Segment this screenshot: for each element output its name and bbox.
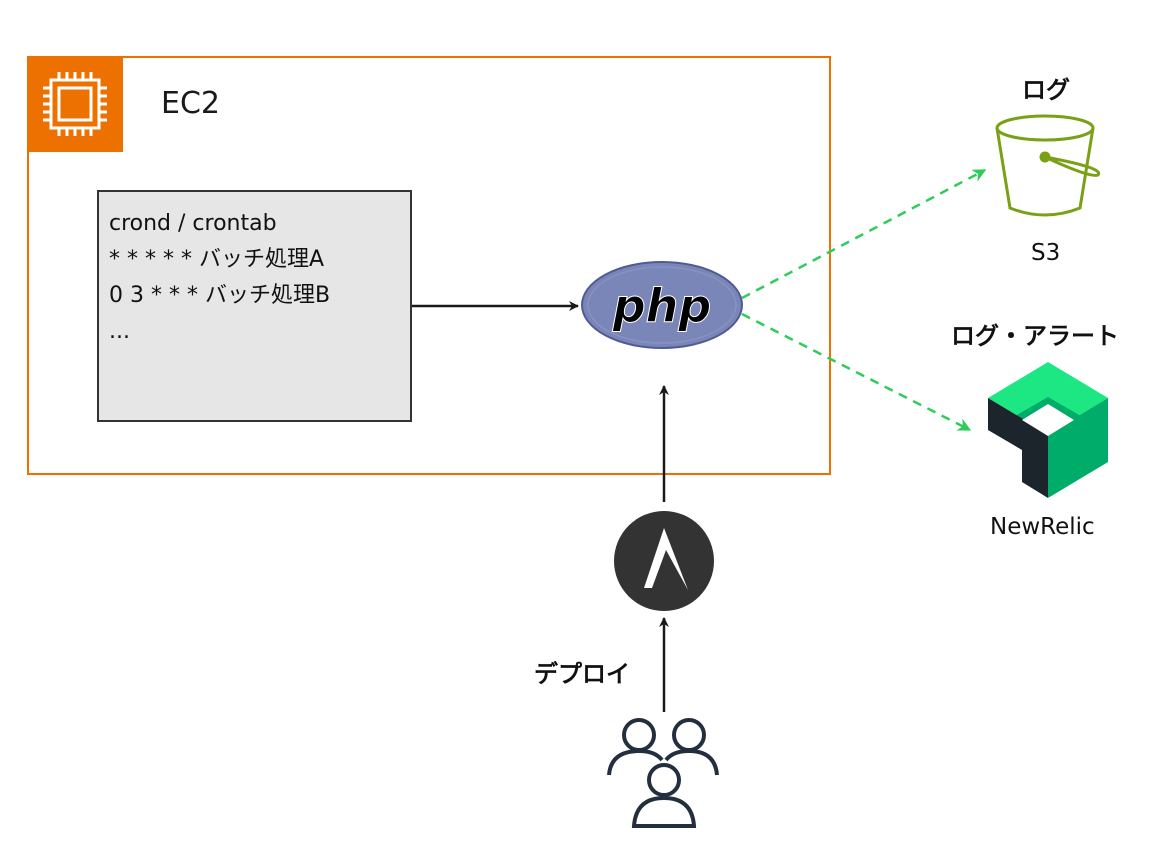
crontab-box: crond / crontab * * * * * バッチ処理A 0 3 * *… bbox=[97, 190, 412, 422]
newrelic-caption-top: ログ・アラート bbox=[951, 322, 1119, 350]
s3-caption-bottom: S3 bbox=[1031, 240, 1061, 266]
crontab-header: crond / crontab bbox=[109, 211, 277, 236]
users-group-icon bbox=[607, 718, 719, 828]
php-logo-icon: php bbox=[581, 261, 743, 349]
newrelic-caption-bottom: NewRelic bbox=[990, 514, 1095, 540]
deploy-label: デプロイ bbox=[534, 660, 630, 688]
s3-bucket-icon bbox=[995, 114, 1101, 217]
ec2-title: EC2 bbox=[161, 86, 220, 121]
arrow-php-to-s3 bbox=[741, 168, 987, 300]
php-label: php bbox=[612, 279, 712, 333]
crontab-line-batch-b: 0 3 * * * バッチ処理B bbox=[109, 283, 331, 308]
crontab-line-batch-a: * * * * * バッチ処理A bbox=[109, 247, 325, 272]
ec2-container bbox=[27, 56, 831, 475]
ec2-instance-chip-icon bbox=[43, 72, 107, 136]
ec2-badge bbox=[27, 56, 123, 152]
crontab-ellipsis: ... bbox=[109, 319, 130, 344]
arrow-php-to-newrelic bbox=[741, 312, 972, 432]
ansible-logo-icon bbox=[614, 511, 714, 611]
newrelic-logo-icon bbox=[988, 362, 1108, 498]
s3-caption-top: ログ bbox=[1022, 76, 1070, 104]
